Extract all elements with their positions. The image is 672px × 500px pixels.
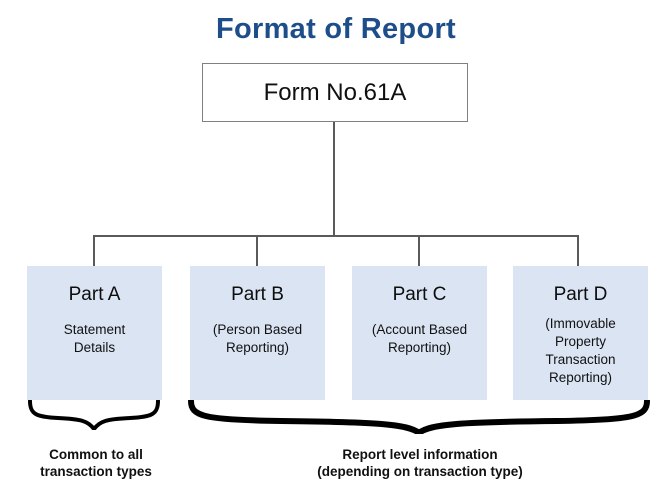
page-title: Format of Report bbox=[215, 13, 456, 45]
parts-row: Part A Statement Details Part B (Person … bbox=[0, 266, 672, 400]
connector-root-stem bbox=[333, 122, 335, 236]
curly-brace-right-icon bbox=[188, 400, 650, 434]
part-b-subtitle-line-1: (Person Based bbox=[212, 322, 303, 337]
part-a-subtitle-line-1: Statement bbox=[63, 322, 126, 337]
part-b-title: Part B bbox=[231, 284, 284, 305]
caption-right-line-2: (depending on transaction type) bbox=[317, 464, 523, 479]
part-c-subtitle-line-2: Reporting) bbox=[387, 340, 452, 355]
part-d-subtitle: (Immovable Property Transaction Reportin… bbox=[513, 315, 648, 387]
part-b-subtitle: (Person Based Reporting) bbox=[190, 321, 325, 357]
part-box-c: Part C (Account Based Reporting) bbox=[352, 266, 487, 400]
part-box-a: Part A Statement Details bbox=[27, 266, 162, 400]
caption-left-line-2: transaction types bbox=[40, 464, 152, 479]
part-a-subtitle: Statement Details bbox=[27, 321, 162, 357]
part-box-b: Part B (Person Based Reporting) bbox=[190, 266, 325, 400]
caption-right: Report level information (depending on t… bbox=[190, 446, 650, 480]
root-node-form-61a: Form No.61A bbox=[202, 63, 468, 122]
connector-drop-part-a bbox=[93, 235, 95, 267]
caption-right-line-1: Report level information bbox=[342, 447, 498, 462]
caption-left-line-1: Common to all bbox=[49, 447, 143, 462]
part-d-subtitle-line-4: Reporting) bbox=[548, 370, 613, 385]
part-box-d: Part D (Immovable Property Transaction R… bbox=[513, 266, 648, 400]
caption-left: Common to all transaction types bbox=[8, 446, 184, 480]
part-a-title: Part A bbox=[68, 284, 121, 305]
connector-drop-part-c bbox=[418, 235, 420, 267]
part-d-subtitle-line-1: (Immovable bbox=[545, 316, 616, 331]
part-d-subtitle-line-3: Transaction bbox=[545, 352, 616, 367]
part-d-subtitle-line-2: Property bbox=[554, 334, 607, 349]
part-d-title: Part D bbox=[553, 284, 608, 305]
connector-drop-part-d bbox=[577, 235, 579, 267]
part-c-title: Part C bbox=[392, 284, 447, 305]
part-a-subtitle-line-2: Details bbox=[73, 340, 116, 355]
root-node-label: Form No.61A bbox=[263, 78, 407, 106]
connector-drop-part-b bbox=[256, 235, 258, 267]
connector-horizontal-bus bbox=[93, 235, 579, 237]
part-c-subtitle: (Account Based Reporting) bbox=[352, 321, 487, 357]
curly-brace-left-icon bbox=[28, 400, 160, 430]
part-b-subtitle-line-2: Reporting) bbox=[225, 340, 290, 355]
part-c-subtitle-line-1: (Account Based bbox=[371, 322, 468, 337]
